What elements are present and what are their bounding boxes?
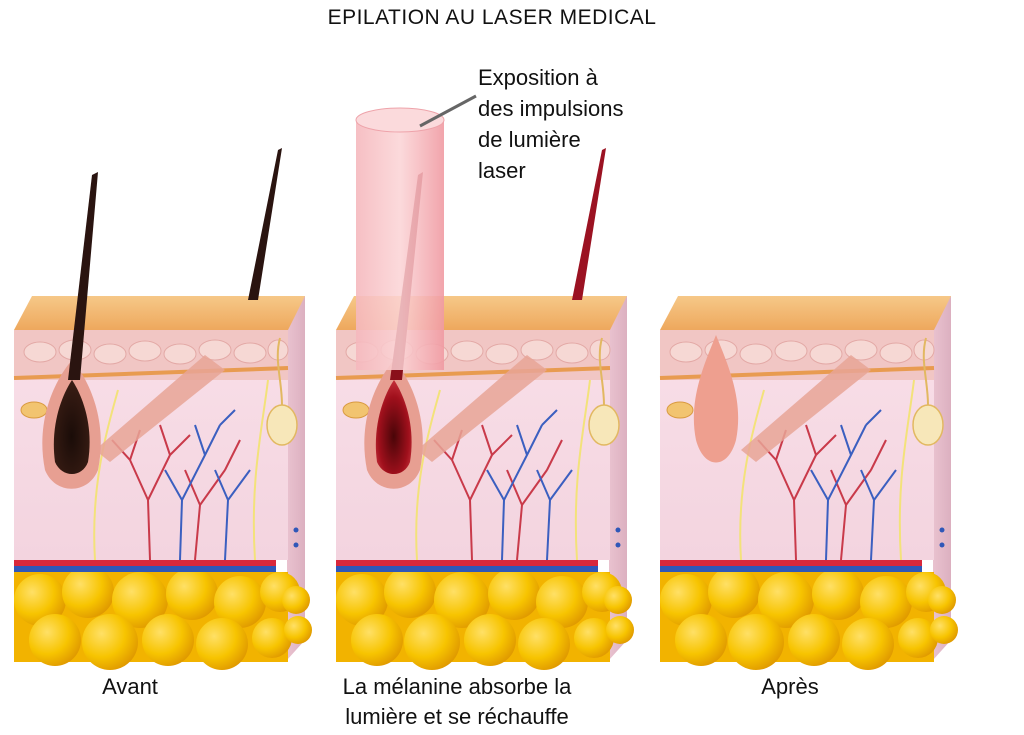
caption-during: La mélanine absorbe la lumière et se réc… [342, 674, 572, 729]
laser-callout-text: Exposition à des impulsions de lumière l… [478, 62, 678, 186]
caption-after: Après [761, 674, 819, 699]
skin-block-before [12, 148, 314, 672]
callout-line: de lumière [478, 127, 581, 152]
heated-hair-surface [572, 148, 606, 300]
callout-line: laser [478, 158, 526, 183]
caption-before: Avant [102, 674, 158, 699]
callout-line: Exposition à [478, 65, 598, 90]
skin-block-after [658, 294, 960, 672]
empty-follicle [693, 335, 739, 463]
diagram-title: EPILATION AU LASER MEDICAL [327, 6, 657, 29]
laser-beam [355, 107, 445, 370]
dark-hair-shaft [68, 172, 98, 380]
dark-hair-surface [248, 148, 282, 300]
callout-line: des impulsions [478, 96, 624, 121]
callout-leader-line [419, 94, 477, 128]
